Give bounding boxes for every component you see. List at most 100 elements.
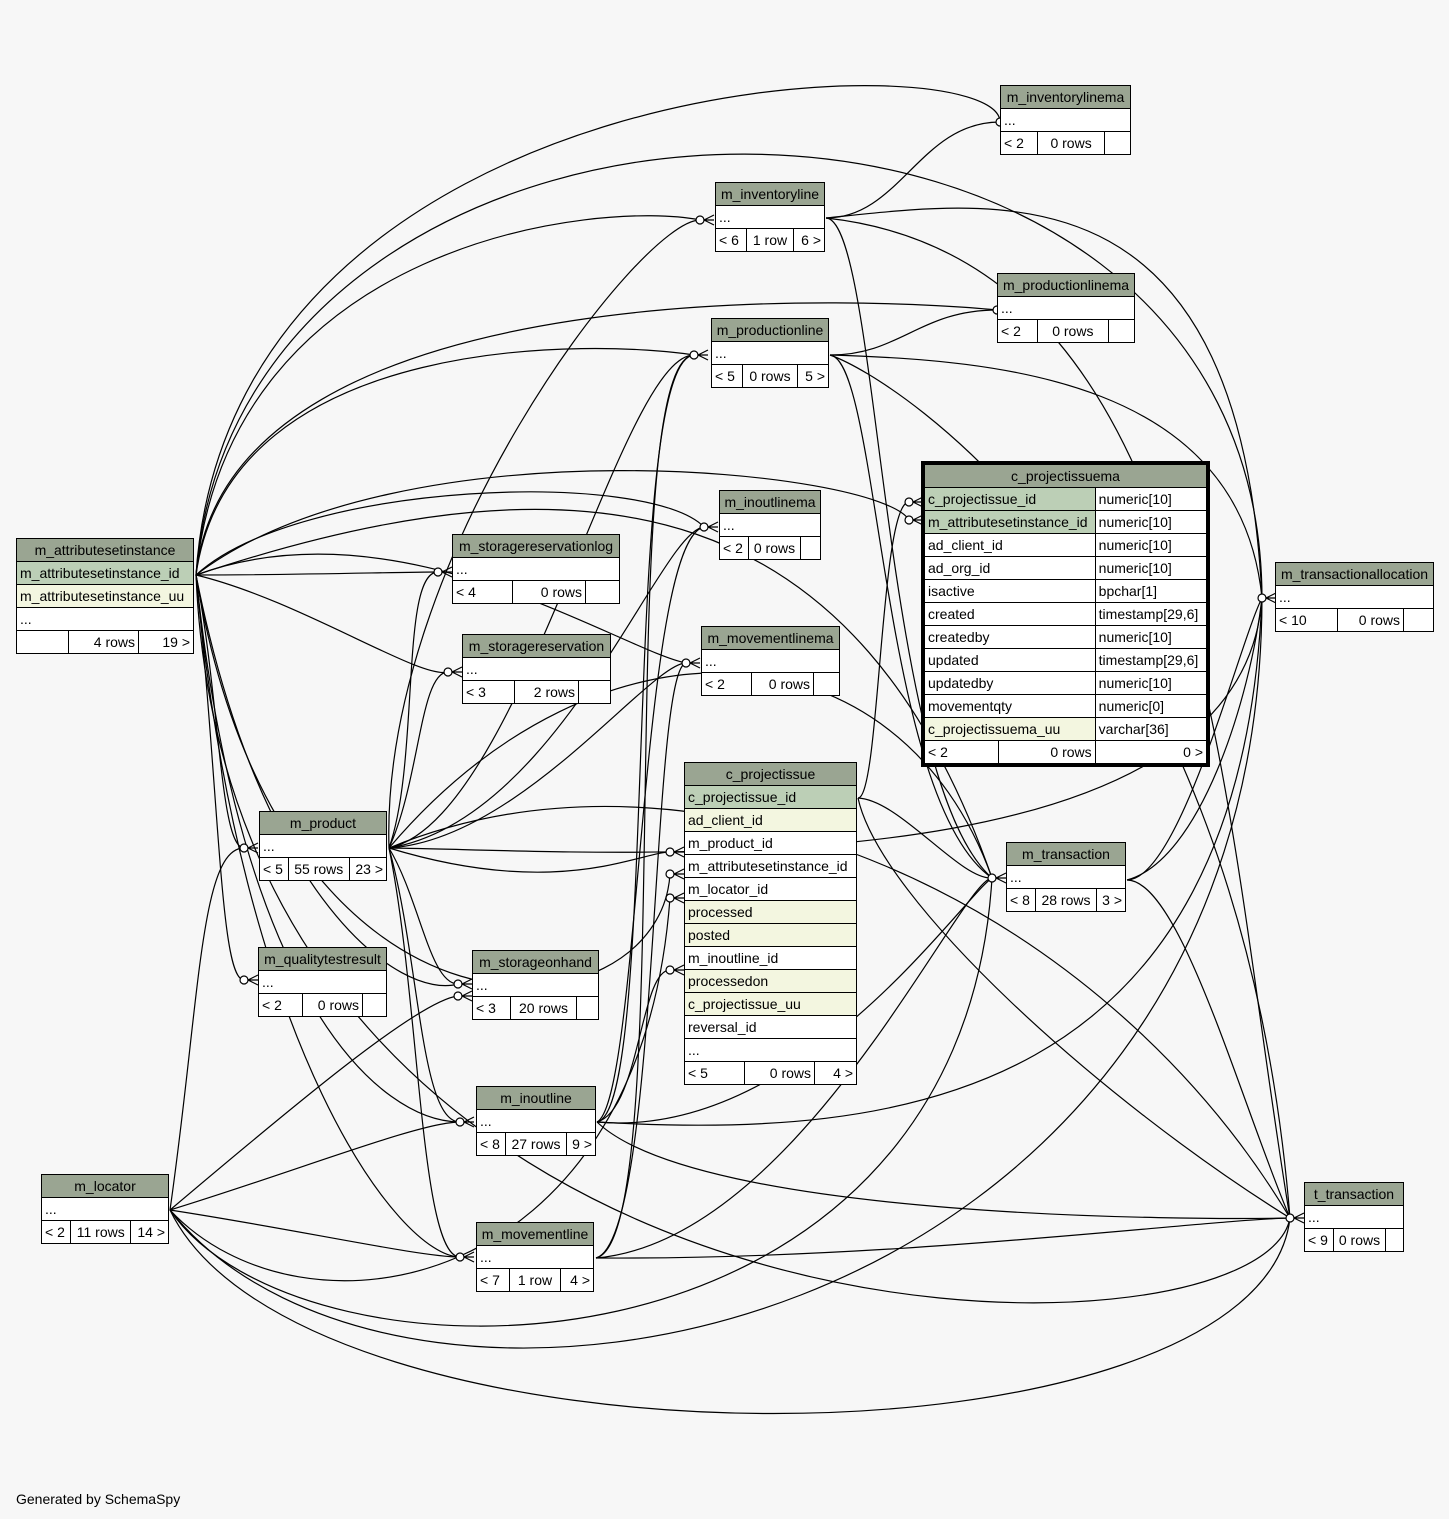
- parents-link[interactable]: < 2: [40, 1220, 72, 1244]
- crows-foot-marker: [247, 974, 259, 986]
- children-link[interactable]: 4 >: [559, 1268, 595, 1292]
- relationship-line: [195, 574, 449, 674]
- children-link[interactable]: [800, 536, 821, 560]
- parents-link[interactable]: < 5: [684, 1061, 745, 1085]
- parents-link[interactable]: < 7: [475, 1268, 511, 1292]
- parents-link[interactable]: < 2: [719, 536, 749, 560]
- relationship-line: [825, 207, 1263, 599]
- table-name[interactable]: m_transactionallocation: [1275, 562, 1434, 586]
- table-name[interactable]: m_inoutline: [476, 1086, 596, 1110]
- table-name[interactable]: m_productionline: [711, 318, 829, 342]
- children-link[interactable]: 3 >: [1095, 888, 1127, 912]
- parents-link[interactable]: < 9: [1304, 1228, 1334, 1252]
- children-link[interactable]: [576, 996, 599, 1020]
- table-name[interactable]: m_inoutlinema: [719, 490, 821, 514]
- children-link[interactable]: 23 >: [348, 857, 388, 881]
- table-name[interactable]: m_storageonhand: [472, 950, 599, 974]
- columns-elided: ...: [711, 341, 829, 365]
- parents-link[interactable]: < 3: [472, 996, 511, 1020]
- parents-link[interactable]: < 8: [1005, 888, 1037, 912]
- children-link[interactable]: [1104, 131, 1131, 155]
- table-name[interactable]: m_movementline: [476, 1222, 594, 1246]
- parents-link[interactable]: [16, 630, 69, 654]
- children-link[interactable]: 9 >: [565, 1132, 597, 1156]
- parents-link[interactable]: < 3: [462, 680, 515, 704]
- parents-link[interactable]: < 2: [999, 131, 1039, 155]
- row-count: 0 rows: [751, 672, 814, 696]
- relationship-line: [388, 671, 449, 849]
- columns-elided: ...: [715, 205, 825, 229]
- column-processedon: processedon: [684, 969, 857, 993]
- row-count: 11 rows: [70, 1220, 132, 1244]
- table-name[interactable]: m_qualitytestresult: [258, 947, 387, 971]
- children-link[interactable]: 0 >: [1094, 740, 1208, 764]
- table-name[interactable]: m_movementlinema: [701, 626, 840, 650]
- table-name[interactable]: m_locator: [41, 1174, 169, 1198]
- table-name[interactable]: m_productionlinema: [997, 273, 1135, 297]
- column-m_attributesetinstance_id: m_attributesetinstance_id: [16, 561, 194, 585]
- children-link[interactable]: 4 >: [814, 1061, 857, 1085]
- table-name[interactable]: m_storagereservation: [462, 634, 611, 658]
- children-link[interactable]: 5 >: [797, 364, 829, 388]
- children-link[interactable]: [578, 680, 611, 704]
- children-link[interactable]: [813, 672, 840, 696]
- table-name[interactable]: c_projectissuema: [924, 464, 1207, 488]
- column-type: numeric[10]: [1094, 625, 1208, 649]
- parents-link[interactable]: < 5: [258, 857, 290, 881]
- parents-link[interactable]: < 4: [452, 580, 513, 604]
- crows-foot-marker: [461, 990, 473, 1002]
- relationship-line: [596, 526, 705, 1123]
- table-name[interactable]: m_product: [259, 811, 387, 835]
- parents-link[interactable]: < 2: [997, 319, 1038, 343]
- children-link[interactable]: 14 >: [130, 1220, 169, 1244]
- children-link[interactable]: [1403, 608, 1434, 632]
- children-link[interactable]: 19 >: [138, 630, 194, 654]
- table-name[interactable]: t_transaction: [1304, 1182, 1404, 1206]
- crows-foot-marker: [912, 496, 924, 508]
- table-name[interactable]: m_inventorylinema: [1000, 85, 1131, 109]
- parents-link[interactable]: < 2: [701, 672, 752, 696]
- optional-marker: [455, 1117, 465, 1127]
- table-name[interactable]: m_storagereservationlog: [452, 534, 620, 558]
- children-link[interactable]: [585, 580, 620, 604]
- parents-link[interactable]: < 8: [475, 1132, 507, 1156]
- parents-link[interactable]: < 6: [715, 228, 747, 252]
- table-c_projectissue[interactable]: c_projectissue c_projectissue_id ad_clie…: [684, 762, 857, 1085]
- parents-link[interactable]: < 10: [1275, 608, 1338, 632]
- children-link[interactable]: [1385, 1228, 1404, 1252]
- table-name[interactable]: m_attributesetinstance: [16, 538, 194, 562]
- parents-link[interactable]: < 2: [924, 740, 999, 764]
- table-name[interactable]: m_transaction: [1006, 842, 1126, 866]
- table-name[interactable]: c_projectissue: [684, 762, 857, 786]
- table-m_attributesetinstance[interactable]: m_attributesetinstance m_attributesetins…: [16, 538, 194, 654]
- column-type: numeric[0]: [1094, 694, 1208, 718]
- column-name: updated: [924, 648, 1096, 672]
- optional-marker: [455, 1252, 465, 1262]
- parents-link[interactable]: < 2: [258, 993, 303, 1017]
- table-name[interactable]: m_inventoryline: [715, 182, 825, 206]
- parents-link[interactable]: < 5: [711, 364, 743, 388]
- children-link[interactable]: 6 >: [793, 228, 825, 252]
- children-link[interactable]: [1108, 319, 1135, 343]
- optional-marker: [665, 893, 675, 903]
- children-link[interactable]: [362, 993, 387, 1017]
